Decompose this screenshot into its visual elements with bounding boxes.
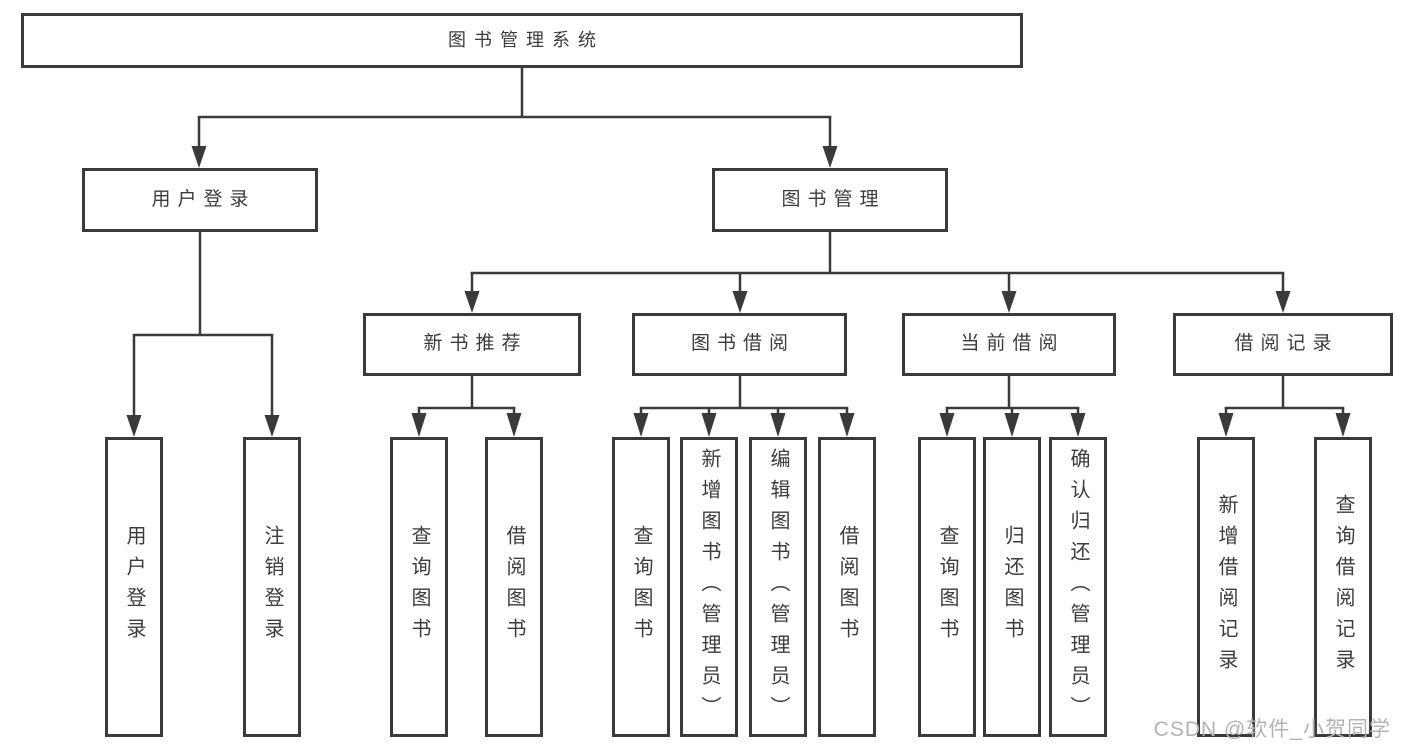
leaf-current-query-books-label: 查询图书 (936, 525, 958, 649)
node-root-system: 图书管理系统 (21, 13, 1023, 68)
leaf-current-confirm-return-admin: 确认归还（管理员） (1049, 437, 1107, 737)
leaf-current-return-books: 归还图书 (983, 437, 1041, 737)
leaf-current-confirm-return-admin-label: 确认归还（管理员） (1067, 447, 1089, 727)
leaf-records-add-record-label: 新增借阅记录 (1215, 494, 1237, 680)
node-user-login-branch: 用户登录 (82, 168, 318, 232)
node-root-label: 图书管理系统 (448, 29, 604, 50)
node-user-login-label: 用户登录 (151, 188, 256, 210)
leaf-borrow-query-books: 查询图书 (612, 437, 670, 737)
leaf-user-login: 用户登录 (105, 437, 163, 737)
leaf-recommend-borrow-books: 借阅图书 (485, 437, 543, 737)
leaf-records-add-record: 新增借阅记录 (1197, 437, 1255, 737)
leaf-borrow-add-books-admin-label: 新增图书（管理员） (698, 447, 720, 727)
leaf-borrow-borrow-books-label: 借阅图书 (836, 525, 858, 649)
leaf-recommend-borrow-books-label: 借阅图书 (503, 525, 525, 649)
node-borrow-records: 借阅记录 (1173, 313, 1393, 376)
node-current-borrow-label: 当前借阅 (960, 333, 1065, 355)
leaf-borrow-query-books-label: 查询图书 (630, 525, 652, 649)
leaf-logout: 注销登录 (243, 437, 301, 737)
leaf-recommend-query-books-label: 查询图书 (408, 525, 430, 649)
leaf-logout-label: 注销登录 (261, 525, 283, 649)
node-current-borrow: 当前借阅 (902, 313, 1116, 376)
leaf-borrow-add-books-admin: 新增图书（管理员） (680, 437, 738, 737)
leaf-current-query-books: 查询图书 (918, 437, 976, 737)
node-new-book-recommend-label: 新书推荐 (423, 333, 528, 355)
node-book-borrow-label: 图书借阅 (690, 333, 795, 355)
leaf-borrow-edit-books-admin: 编辑图书（管理员） (749, 437, 807, 737)
leaf-recommend-query-books: 查询图书 (390, 437, 448, 737)
node-new-book-recommend: 新书推荐 (363, 313, 581, 376)
leaf-current-return-books-label: 归还图书 (1001, 525, 1023, 649)
watermark: CSDN @软件_小贺同学 (1153, 718, 1391, 741)
node-book-management-branch: 图书管理 (712, 168, 948, 232)
node-book-management-label: 图书管理 (781, 188, 886, 210)
leaf-user-login-label: 用户登录 (123, 525, 145, 649)
node-borrow-records-label: 借阅记录 (1234, 333, 1339, 355)
leaf-borrow-edit-books-admin-label: 编辑图书（管理员） (767, 447, 789, 727)
leaf-records-query-record: 查询借阅记录 (1314, 437, 1372, 737)
node-book-borrow: 图书借阅 (632, 313, 847, 376)
leaf-records-query-record-label: 查询借阅记录 (1332, 494, 1354, 680)
leaf-borrow-borrow-books: 借阅图书 (818, 437, 876, 737)
